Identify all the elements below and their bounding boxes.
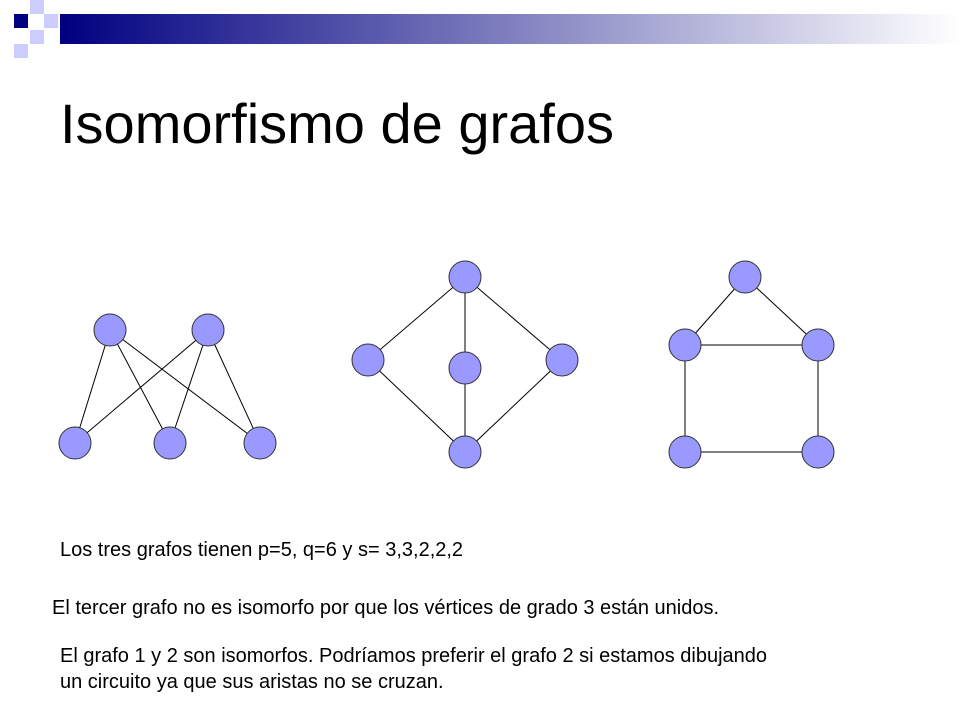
graph-edge [744,276,819,346]
third-graph-explanation: El tercer grafo no es isomorfo por que l… [52,597,720,619]
graph-vertex [728,260,762,294]
graph-vertex [668,435,702,469]
isomorphism-conclusion-line-1: El grafo 1 y 2 son isomorfos. Podríamos … [60,645,768,667]
graph-vertex [801,435,835,469]
header-square-dark [14,14,28,28]
graph-edge [464,359,563,453]
isomorphism-conclusion: El grafo 1 y 2 son isomorfos. Podríamos … [60,643,767,695]
graph-edge [367,359,466,453]
graph-vertex [93,313,127,347]
graph-vertex [58,426,92,460]
graph-edge [207,329,261,444]
graph-edge [169,329,209,444]
header-gradient-bar [60,14,960,44]
graph-vertex [801,328,835,362]
header-square-light [14,44,28,58]
graph-vertex [153,426,187,460]
grafo-1 [58,313,277,460]
header-square-light [30,30,44,44]
graph-vertex [351,343,385,377]
page-title: Isomorfismo de grafos [60,92,614,155]
graph-edge [74,329,111,444]
isomorphism-conclusion-line-2: un circuito ya que sus aristas no se cru… [60,671,444,693]
header-decoration [14,0,960,58]
graph-vertex [448,351,482,385]
header-square-light [44,14,58,28]
graph-vertex [668,328,702,362]
header-square-light [30,0,44,14]
graph-vertex [448,435,482,469]
graph-edge [74,329,209,444]
graph-vertex [448,260,482,294]
grafo-3 [668,260,835,469]
grafo-2 [351,260,579,469]
graph-parameters-text: Los tres grafos tienen p=5, q=6 y s= 3,3… [60,539,464,561]
graph-edge [367,276,466,361]
graph-edge [109,329,261,444]
graph-vertex [191,313,225,347]
graph-edge [464,276,563,361]
graph-vertex [243,426,277,460]
graph-edge [109,329,171,444]
graph-vertex [545,343,579,377]
